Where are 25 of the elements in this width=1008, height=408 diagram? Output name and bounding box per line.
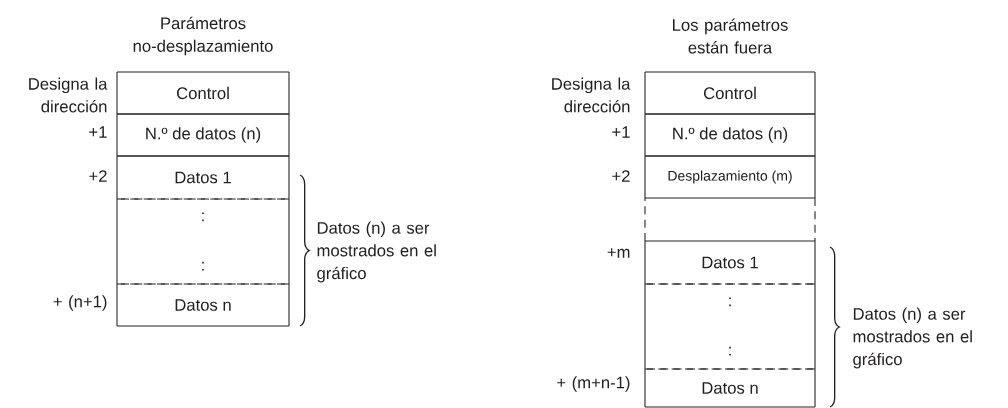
brace-label: Datos (n) a ser mostrados en el gráfico: [317, 221, 436, 283]
memory-cell: Datos 1: [644, 240, 816, 285]
memory-cell: N.º de datos (n): [644, 113, 816, 157]
memory-cell: Datos 1: [116, 155, 290, 200]
memory-cell: Control: [644, 71, 816, 115]
gap-box: [644, 197, 816, 242]
address-label: + (m+n-1): [557, 376, 630, 392]
memory-cell: Desplazamiento (m): [644, 155, 816, 199]
address-label: +m: [607, 248, 630, 258]
memory-cell: Datos n: [116, 283, 290, 327]
memory-cell: Datos n: [644, 368, 816, 408]
address-label: Designa la dirección: [29, 77, 108, 113]
memory-cell: : :: [644, 283, 816, 370]
address-label: Designa la dirección: [552, 77, 631, 113]
column-title: Parámetros no-desplazamiento: [133, 16, 273, 56]
address-label: +2: [89, 170, 107, 182]
address-label: +2: [612, 170, 630, 182]
address-label: + (n+1): [53, 295, 107, 311]
address-label: +1: [89, 126, 107, 138]
address-label: +1: [612, 126, 630, 138]
memory-cell: N.º de datos (n): [116, 113, 290, 157]
column-title: Los parámetros están fuera: [673, 18, 788, 54]
memory-cell: : :: [116, 198, 290, 285]
memory-cell: Control: [116, 71, 290, 115]
brace-label: Datos (n) a ser mostrados en el gráfico: [853, 307, 972, 369]
